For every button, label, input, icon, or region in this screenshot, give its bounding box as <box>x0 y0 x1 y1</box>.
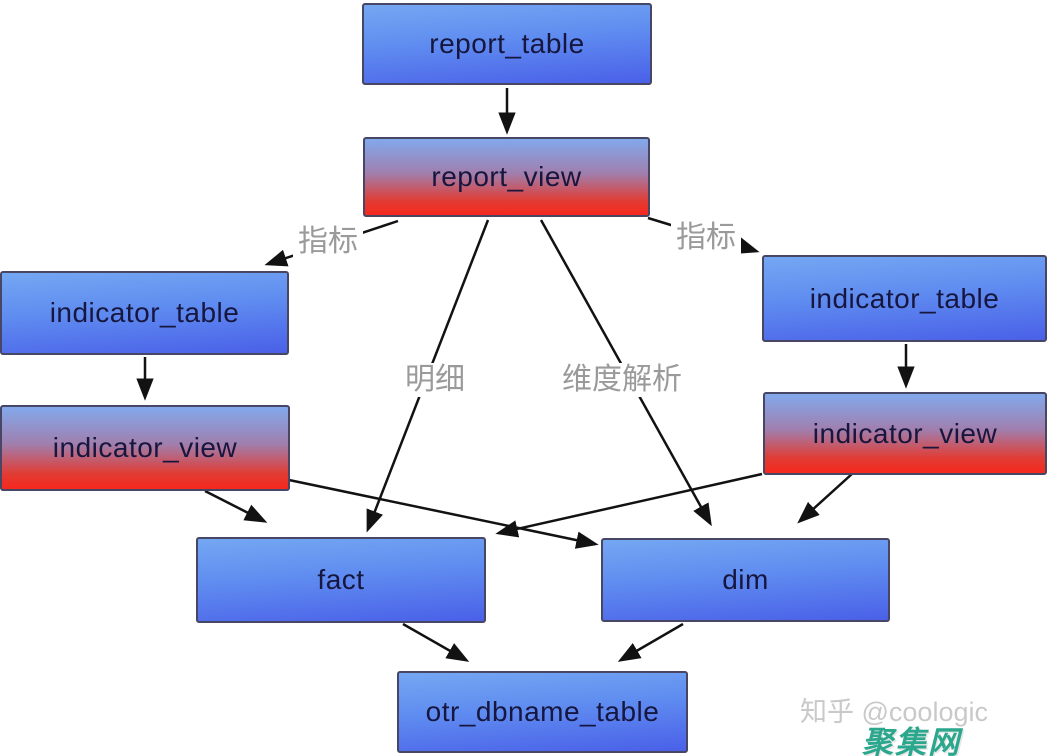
edge-fact-to-otr-dbname-table <box>402 622 470 662</box>
watermark-author: 知乎 @coologic <box>800 697 988 727</box>
edge-indicator-view-right-to-fact <box>495 472 763 538</box>
edge-indicator-view-right-to-dim <box>797 472 854 524</box>
node-dim: dim <box>601 538 890 622</box>
watermark-site-logo: 聚集网 <box>862 725 961 756</box>
node-otr-dbname-table: otr_dbname_table <box>397 671 688 753</box>
node-indicator-table-right: indicator_table <box>762 255 1047 342</box>
edge-label-indicator-left: 指标 <box>293 225 363 259</box>
edge-indicator-view-left-to-fact <box>204 489 268 523</box>
edge-indicator-view-left-to-dim <box>288 478 599 549</box>
node-report-table: report_table <box>362 3 652 85</box>
node-fact: fact <box>196 537 486 623</box>
node-indicator-table-left: indicator_table <box>0 271 289 355</box>
node-indicator-view-right: indicator_view <box>763 392 1047 475</box>
node-indicator-view-left: indicator_view <box>0 405 290 491</box>
edge-label-detail: 明细 <box>400 363 470 397</box>
edge-label-indicator-right: 指标 <box>671 221 741 255</box>
edge-dim-to-otr-dbname-table <box>617 622 684 662</box>
node-report-view: report_view <box>363 137 650 217</box>
edge-label-dimension-parse: 维度解析 <box>557 363 687 397</box>
